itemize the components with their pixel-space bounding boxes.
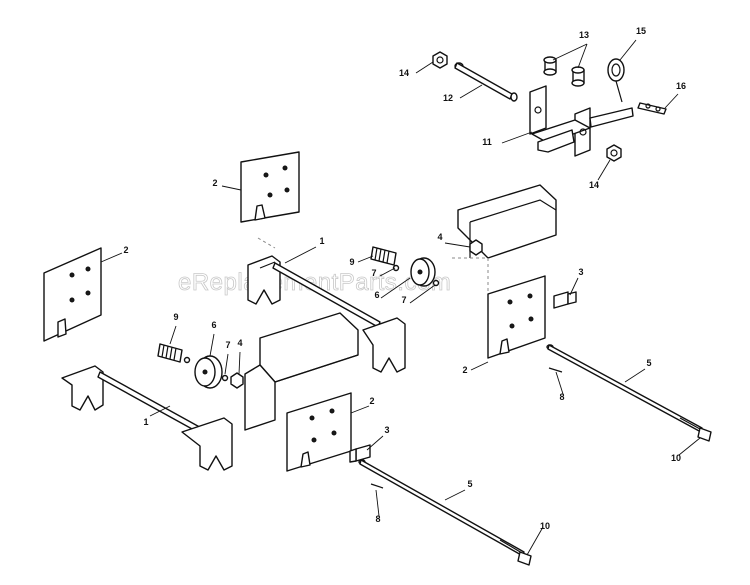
callout-c-2d: 2 [462, 365, 467, 375]
callout-c-2b: 2 [123, 245, 128, 255]
callout-c-6a: 6 [374, 290, 379, 300]
pulley-6-lower [194, 355, 223, 389]
bushings-13 [543, 56, 585, 87]
washers-7 [183, 264, 440, 382]
callout-c-4a: 4 [437, 232, 442, 242]
callout-c-16: 16 [676, 81, 686, 91]
callout-c-10a: 10 [671, 453, 681, 463]
nut-14-bottom [606, 144, 622, 162]
plate-2-left [43, 247, 102, 342]
callout-c-3b: 3 [384, 425, 389, 435]
ring-pin-15 [607, 58, 625, 103]
spring-9-lower [157, 343, 183, 363]
callout-c-1b: 1 [143, 417, 148, 427]
frame-1-upper [247, 237, 406, 373]
caps-10 [517, 427, 712, 566]
plate-2-right [487, 275, 546, 359]
callout-c-9a: 9 [349, 257, 354, 267]
callout-c-13: 13 [579, 30, 589, 40]
bolt-3-right [553, 291, 577, 309]
callout-c-14b: 14 [589, 180, 599, 190]
callout-c-2a: 2 [212, 178, 217, 188]
bolt-3-center [349, 444, 371, 463]
callout-c-12: 12 [443, 93, 453, 103]
callout-c-6b: 6 [211, 320, 216, 330]
angle-bracket-right [452, 184, 557, 292]
callout-c-5b: 5 [467, 479, 472, 489]
callout-c-4b: 4 [237, 338, 242, 348]
spring-9-upper [370, 246, 397, 266]
clip-16 [637, 102, 667, 115]
callout-c-9b: 9 [173, 312, 178, 322]
callout-c-5a: 5 [646, 358, 651, 368]
nut-14-top [432, 51, 448, 69]
callout-c-1a: 1 [319, 236, 324, 246]
pin-12 [454, 62, 518, 102]
pulley-6-upper [410, 257, 436, 287]
callout-c-7c: 7 [225, 340, 230, 350]
callout-c-10b: 10 [540, 521, 550, 531]
hitch-assembly [432, 51, 667, 162]
angle-bracket-center [244, 312, 359, 431]
plate-2-center [286, 392, 352, 472]
rod-5-right [546, 344, 703, 433]
rod-5-lower [358, 459, 525, 557]
callout-c-8a: 8 [559, 392, 564, 402]
callout-c-7b: 7 [401, 295, 406, 305]
leader-lines [100, 39, 701, 556]
callout-c-7a: 7 [371, 268, 376, 278]
callout-c-11: 11 [482, 137, 492, 147]
frame-1-lower [61, 365, 233, 471]
callout-c-15: 15 [636, 26, 646, 36]
bracket-11 [529, 85, 634, 157]
callout-c-14a: 14 [399, 68, 409, 78]
nuts-4 [230, 239, 483, 389]
pins-8 [370, 367, 563, 489]
callout-c-2c: 2 [369, 396, 374, 406]
plate-2-top [240, 151, 300, 223]
callout-c-3a: 3 [578, 267, 583, 277]
callout-c-8b: 8 [375, 514, 380, 524]
